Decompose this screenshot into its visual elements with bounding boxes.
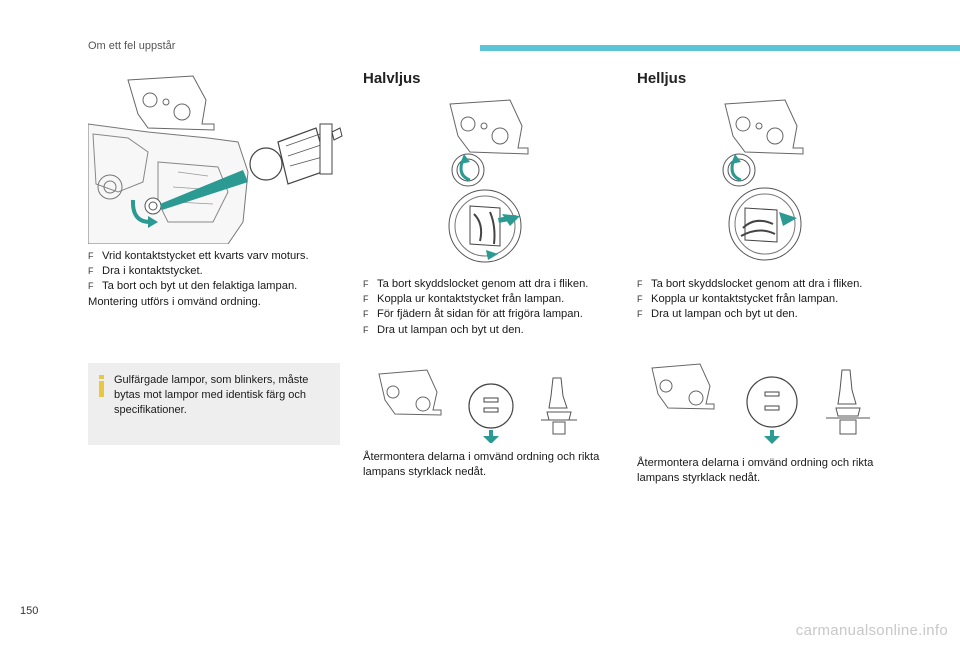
page-number: 150 xyxy=(20,605,39,617)
high-beam-title: Helljus xyxy=(637,70,687,87)
header-accent-bar xyxy=(480,45,960,51)
low-beam-title: Halvljus xyxy=(363,70,421,87)
high-beam-refit-illustration xyxy=(648,362,878,444)
bullet-icon: F xyxy=(88,251,94,261)
bullet-icon: F xyxy=(363,309,369,320)
bullet-icon: F xyxy=(88,281,94,292)
bullet-icon: F xyxy=(88,266,94,277)
high-beam-cover-illustration xyxy=(715,96,810,266)
low-beam-refit-illustration xyxy=(375,368,595,443)
bullet-icon: F xyxy=(637,279,643,289)
low-beam-refit-text: Återmontera delarna i omvänd ordning och… xyxy=(363,451,600,479)
bullet-icon: F xyxy=(363,324,369,335)
info-text: Gulfärgade lampor, som blinkers, måste b… xyxy=(114,374,309,416)
assembly-note: Montering utförs i omvänd ordning. xyxy=(88,296,261,308)
info-icon xyxy=(96,375,108,397)
bullet-icon: F xyxy=(363,294,369,305)
low-beam-cover-illustration xyxy=(440,96,535,266)
bullet-icon: F xyxy=(363,279,369,289)
headlamp-connector-illustration xyxy=(88,72,343,244)
info-box: Gulfärgade lampor, som blinkers, måste b… xyxy=(88,363,340,445)
bullet-icon: F xyxy=(637,309,643,320)
section-header: Om ett fel uppstår xyxy=(88,40,176,52)
watermark: carmanualsonline.info xyxy=(795,622,948,639)
bullet-icon: F xyxy=(637,294,643,305)
high-beam-refit-text: Återmontera delarna i omvänd ordning och… xyxy=(637,457,874,485)
